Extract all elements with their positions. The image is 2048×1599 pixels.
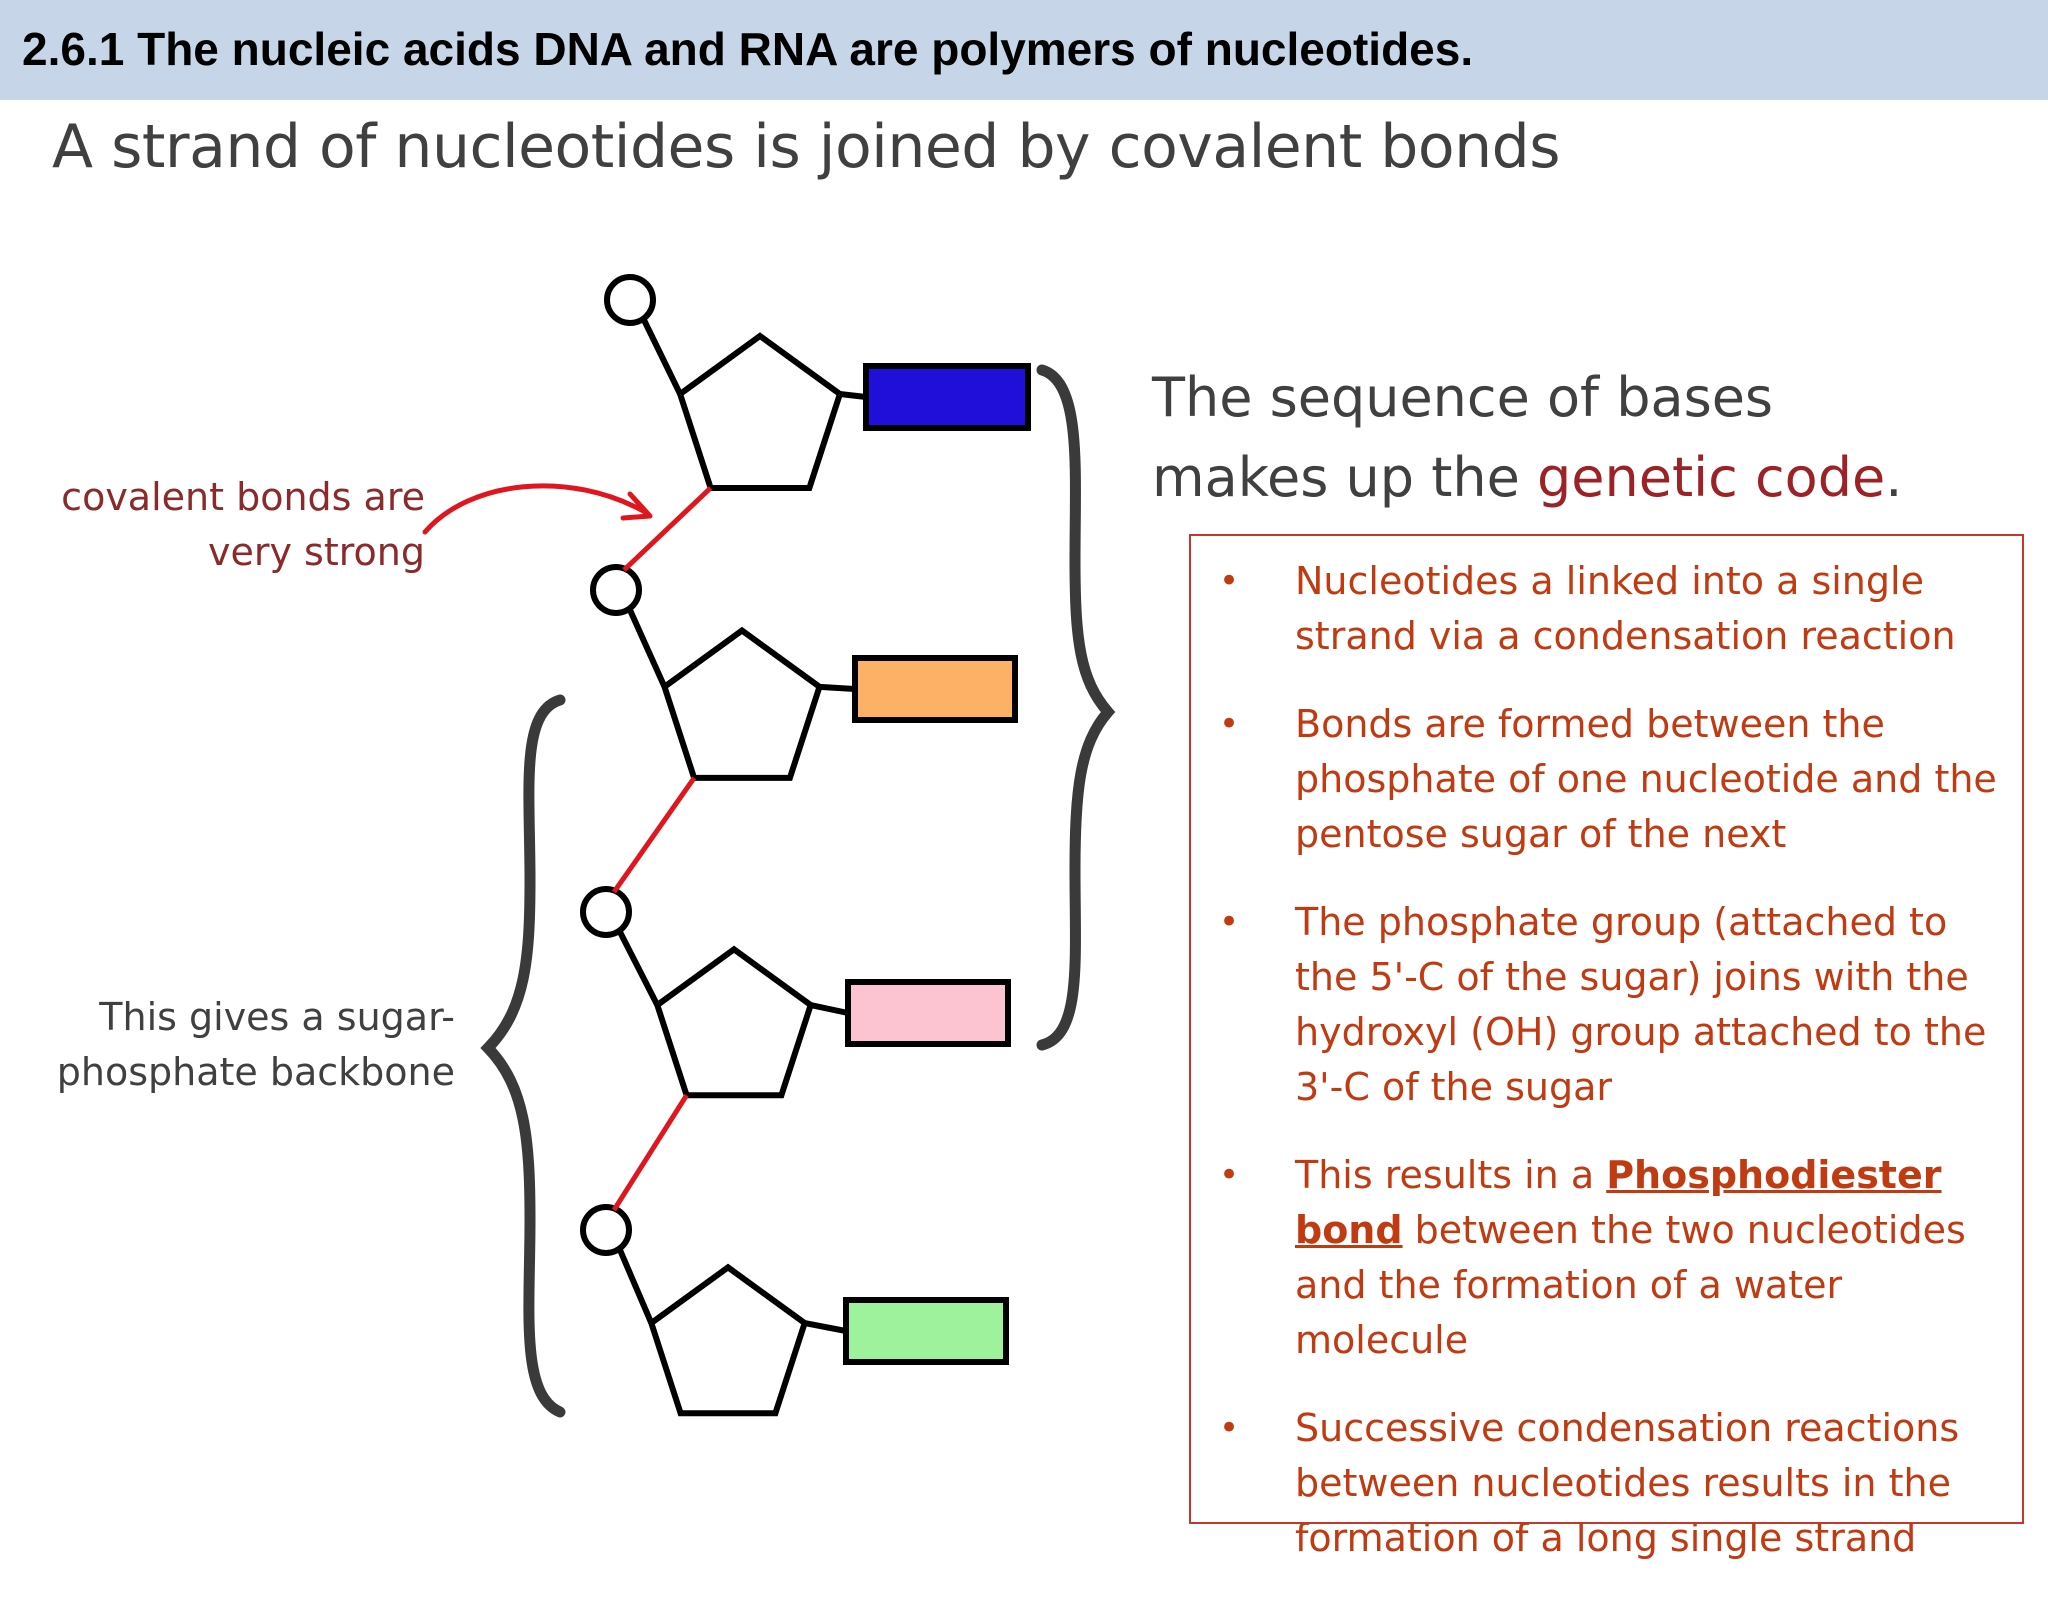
header-bar: 2.6.1 The nucleic acids DNA and RNA are … (0, 0, 2048, 100)
info-bullet-list: Nucleotides a linked into a single stran… (1211, 554, 2021, 1599)
phosphate-group (580, 1204, 632, 1256)
nitrogenous-base (863, 363, 1031, 431)
sugar-base-link (810, 1002, 849, 1016)
pentose-sugar (660, 626, 824, 781)
phosphate-sugar-link (617, 930, 660, 1007)
sequence-line2-prefix: makes up the (1152, 445, 1538, 509)
sequence-line2-suffix: . (1885, 445, 1903, 509)
genetic-code-statement: The sequence of bases makes up the genet… (1152, 358, 1902, 518)
covalent-bond (622, 486, 713, 572)
sugar-base-link (804, 1320, 847, 1334)
info-bullet-1: Nucleotides a linked into a single stran… (1211, 554, 2021, 664)
nitrogenous-base (845, 979, 1011, 1047)
info-bullet-4: This results in a Phosphodiester bond be… (1211, 1148, 2021, 1368)
nitrogenous-base (843, 1297, 1009, 1365)
backbone-label-line1: This gives a sugar- (99, 995, 455, 1039)
phosphodiester-bond-term: Phosphodiester bond (1295, 1153, 1942, 1252)
backbone-label-line2: phosphate backbone (56, 1050, 455, 1095)
pentose-sugar (676, 332, 844, 491)
phosphate-sugar-link (641, 318, 683, 396)
info-bullet-4-prefix: This results in a (1295, 1153, 1607, 1197)
page-title: 2.6.1 The nucleic acids DNA and RNA are … (22, 23, 1474, 75)
condensation-info-box: Nucleotides a linked into a single stran… (1189, 534, 2024, 1560)
covalent-label-line1: covalent bonds are (61, 475, 425, 519)
phosphate-group (580, 886, 632, 938)
phosphate-sugar-link (627, 608, 668, 689)
sequence-line2: makes up the genetic code. (1152, 438, 1902, 518)
sugar-base-link (819, 683, 856, 692)
info-bullet-2: Bonds are formed between the phosphate o… (1211, 697, 2021, 862)
nitrogenous-base (852, 655, 1018, 723)
covalent-bond (611, 776, 697, 894)
pentose-sugar (653, 945, 815, 1099)
covalent-label-line2: very strong (208, 530, 425, 575)
backbone-brace (480, 694, 566, 1418)
info-bullet-3: The phosphate group (attached to the 5'-… (1211, 895, 2021, 1115)
covalent-bond-label: covalent bonds are very strong (50, 470, 425, 580)
slide-subtitle: A strand of nucleotides is joined by cov… (52, 112, 1560, 182)
sequence-line1: The sequence of bases (1152, 366, 1774, 429)
covalent-bond-arrowhead (620, 491, 653, 521)
nucleotide-strand-diagram (422, 274, 1116, 1418)
sequence-brace (1036, 364, 1116, 1051)
pentose-sugar (647, 1263, 809, 1417)
backbone-label: This gives a sugar- phosphate backbone (50, 990, 455, 1100)
info-bullet-5: Successive condensation reactions betwee… (1211, 1401, 2021, 1566)
nucleotides-group (580, 274, 1031, 1417)
sugar-base-link (839, 391, 867, 400)
phosphate-sugar-link (617, 1248, 655, 1325)
phosphate-group (604, 274, 656, 326)
covalent-bond-arrow (422, 483, 648, 535)
phosphate-group (590, 564, 642, 616)
covalent-bond (611, 1093, 689, 1212)
covalent-bonds-group (611, 486, 713, 1212)
genetic-code-highlight: genetic code (1537, 445, 1886, 509)
info-bullet-4-suffix: between the two nucleotides and the form… (1295, 1208, 1966, 1362)
